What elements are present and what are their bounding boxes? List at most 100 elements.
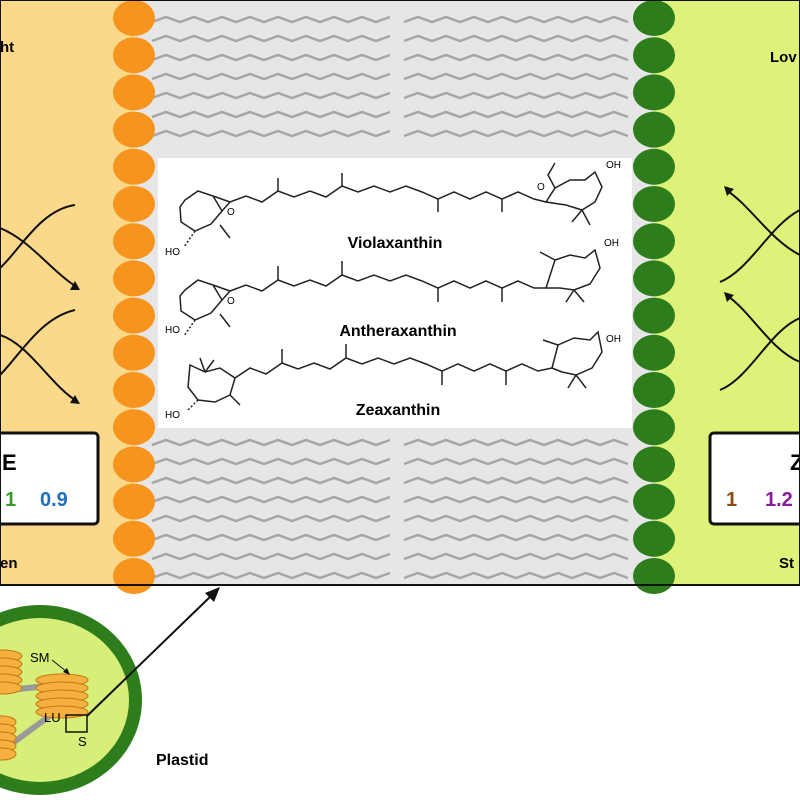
left-arrowheads [70,281,80,404]
violaxanthin-oh: OH [606,160,621,171]
antheraxanthin-label: Antheraxanthin [339,323,456,340]
green-headgroup [633,446,675,483]
green-headgroup [633,520,675,557]
lipid-tail [151,129,391,138]
right-bottom-label: St [779,555,794,572]
lipid-tail [403,476,629,485]
orange-headgroup [113,483,155,520]
zeaxanthin-structure [187,330,603,411]
plastid-sm-label: SM [30,650,50,665]
green-headgroup [633,186,675,222]
left-box-title: E [2,450,17,475]
green-headgroup [633,558,675,594]
lipid-tail [403,129,629,138]
lipid-tail [403,91,629,100]
lipid-tail [403,110,629,119]
plastid-label: Plastid [156,752,208,769]
lipid-tail [151,514,391,523]
orange-headgroup [113,0,155,36]
lipid-tail [403,438,629,447]
lipid-tail [151,53,391,62]
antheraxanthin-structure [179,248,601,337]
green-headgroup [633,37,675,74]
zoom-arrow-head [205,587,220,602]
right-value-1: 1 [726,489,737,511]
antheraxanthin-ho: HO [165,325,180,336]
antheraxanthin-oh: OH [604,238,619,249]
violaxanthin-structure [179,162,603,248]
lipid-tail [151,15,391,24]
lipid-tail [403,15,629,24]
zeaxanthin-label: Zeaxanthin [356,402,440,419]
lipid-tail [403,533,629,542]
left-value-1: 1 [5,489,16,511]
green-headgroup [633,372,675,408]
orange-headgroup [113,148,155,185]
plastid-lu-label: LU [44,710,61,725]
orange-headgroup [113,334,155,371]
lipid-tail [151,533,391,542]
right-ratio-box [708,431,800,526]
violaxanthin-ho: HO [165,247,180,258]
orange-headgroup [113,186,155,222]
lipid-tail [403,72,629,81]
lipid-tail [151,438,391,447]
thylakoid-disc [0,747,17,761]
orange-headgroup [113,409,155,446]
sm-pointer-head [63,668,70,675]
orange-headgroup [113,446,155,483]
lipid-tail [151,91,391,100]
orange-headgroup [113,520,155,557]
green-headgroup [633,223,675,260]
upper-figure-border [0,0,800,586]
lipid-tail [403,571,629,580]
green-headgroup [633,409,675,446]
green-headgroup [633,297,675,334]
right-top-label: Lov [770,49,797,66]
lipid-tail [151,571,391,580]
lipid-tail [403,457,629,466]
violaxanthin-oxygen-left: O [227,207,235,218]
plastid-s-label: S [78,734,87,749]
left-ratio-box [0,431,100,526]
lipid-tail [403,53,629,62]
lipid-tail [403,552,629,561]
lipid-tail [151,476,391,485]
lipid-tail [403,495,629,504]
lipid-tail [403,34,629,43]
left-bottom-label: en [0,555,18,572]
green-headgroup [633,0,675,36]
zoom-arrow-line [86,594,213,717]
green-headgroup [633,483,675,520]
green-headgroup [633,148,675,185]
green-headgroup [633,74,675,111]
antheraxanthin-oxygen: O [227,296,235,307]
lipid-tail [403,514,629,523]
lipid-tail [151,34,391,43]
right-value-2: 1.2 [765,489,793,511]
sm-pointer [51,659,68,673]
orange-headgroup [113,558,155,594]
green-headgroup [633,111,675,148]
left-cycle-arrows [0,204,79,403]
lipid-tail [151,495,391,504]
orange-headgroup [113,223,155,260]
lipid-tails [151,15,629,580]
orange-headgroup [113,297,155,334]
green-headgroups [633,0,675,594]
zeaxanthin-oh: OH [606,334,621,345]
orange-headgroup [113,372,155,408]
green-headgroup [633,334,675,371]
orange-headgroup [113,37,155,74]
violaxanthin-label: Violaxanthin [348,235,443,252]
thylakoid-disc [0,681,23,695]
right-cycle-arrows [719,189,800,391]
lipid-tail [151,552,391,561]
lipid-tail [151,72,391,81]
grana-stacks [0,649,89,761]
lipid-tail [151,457,391,466]
left-top-label: ht [0,39,14,56]
orange-headgroup [113,111,155,148]
orange-headgroup [113,74,155,111]
